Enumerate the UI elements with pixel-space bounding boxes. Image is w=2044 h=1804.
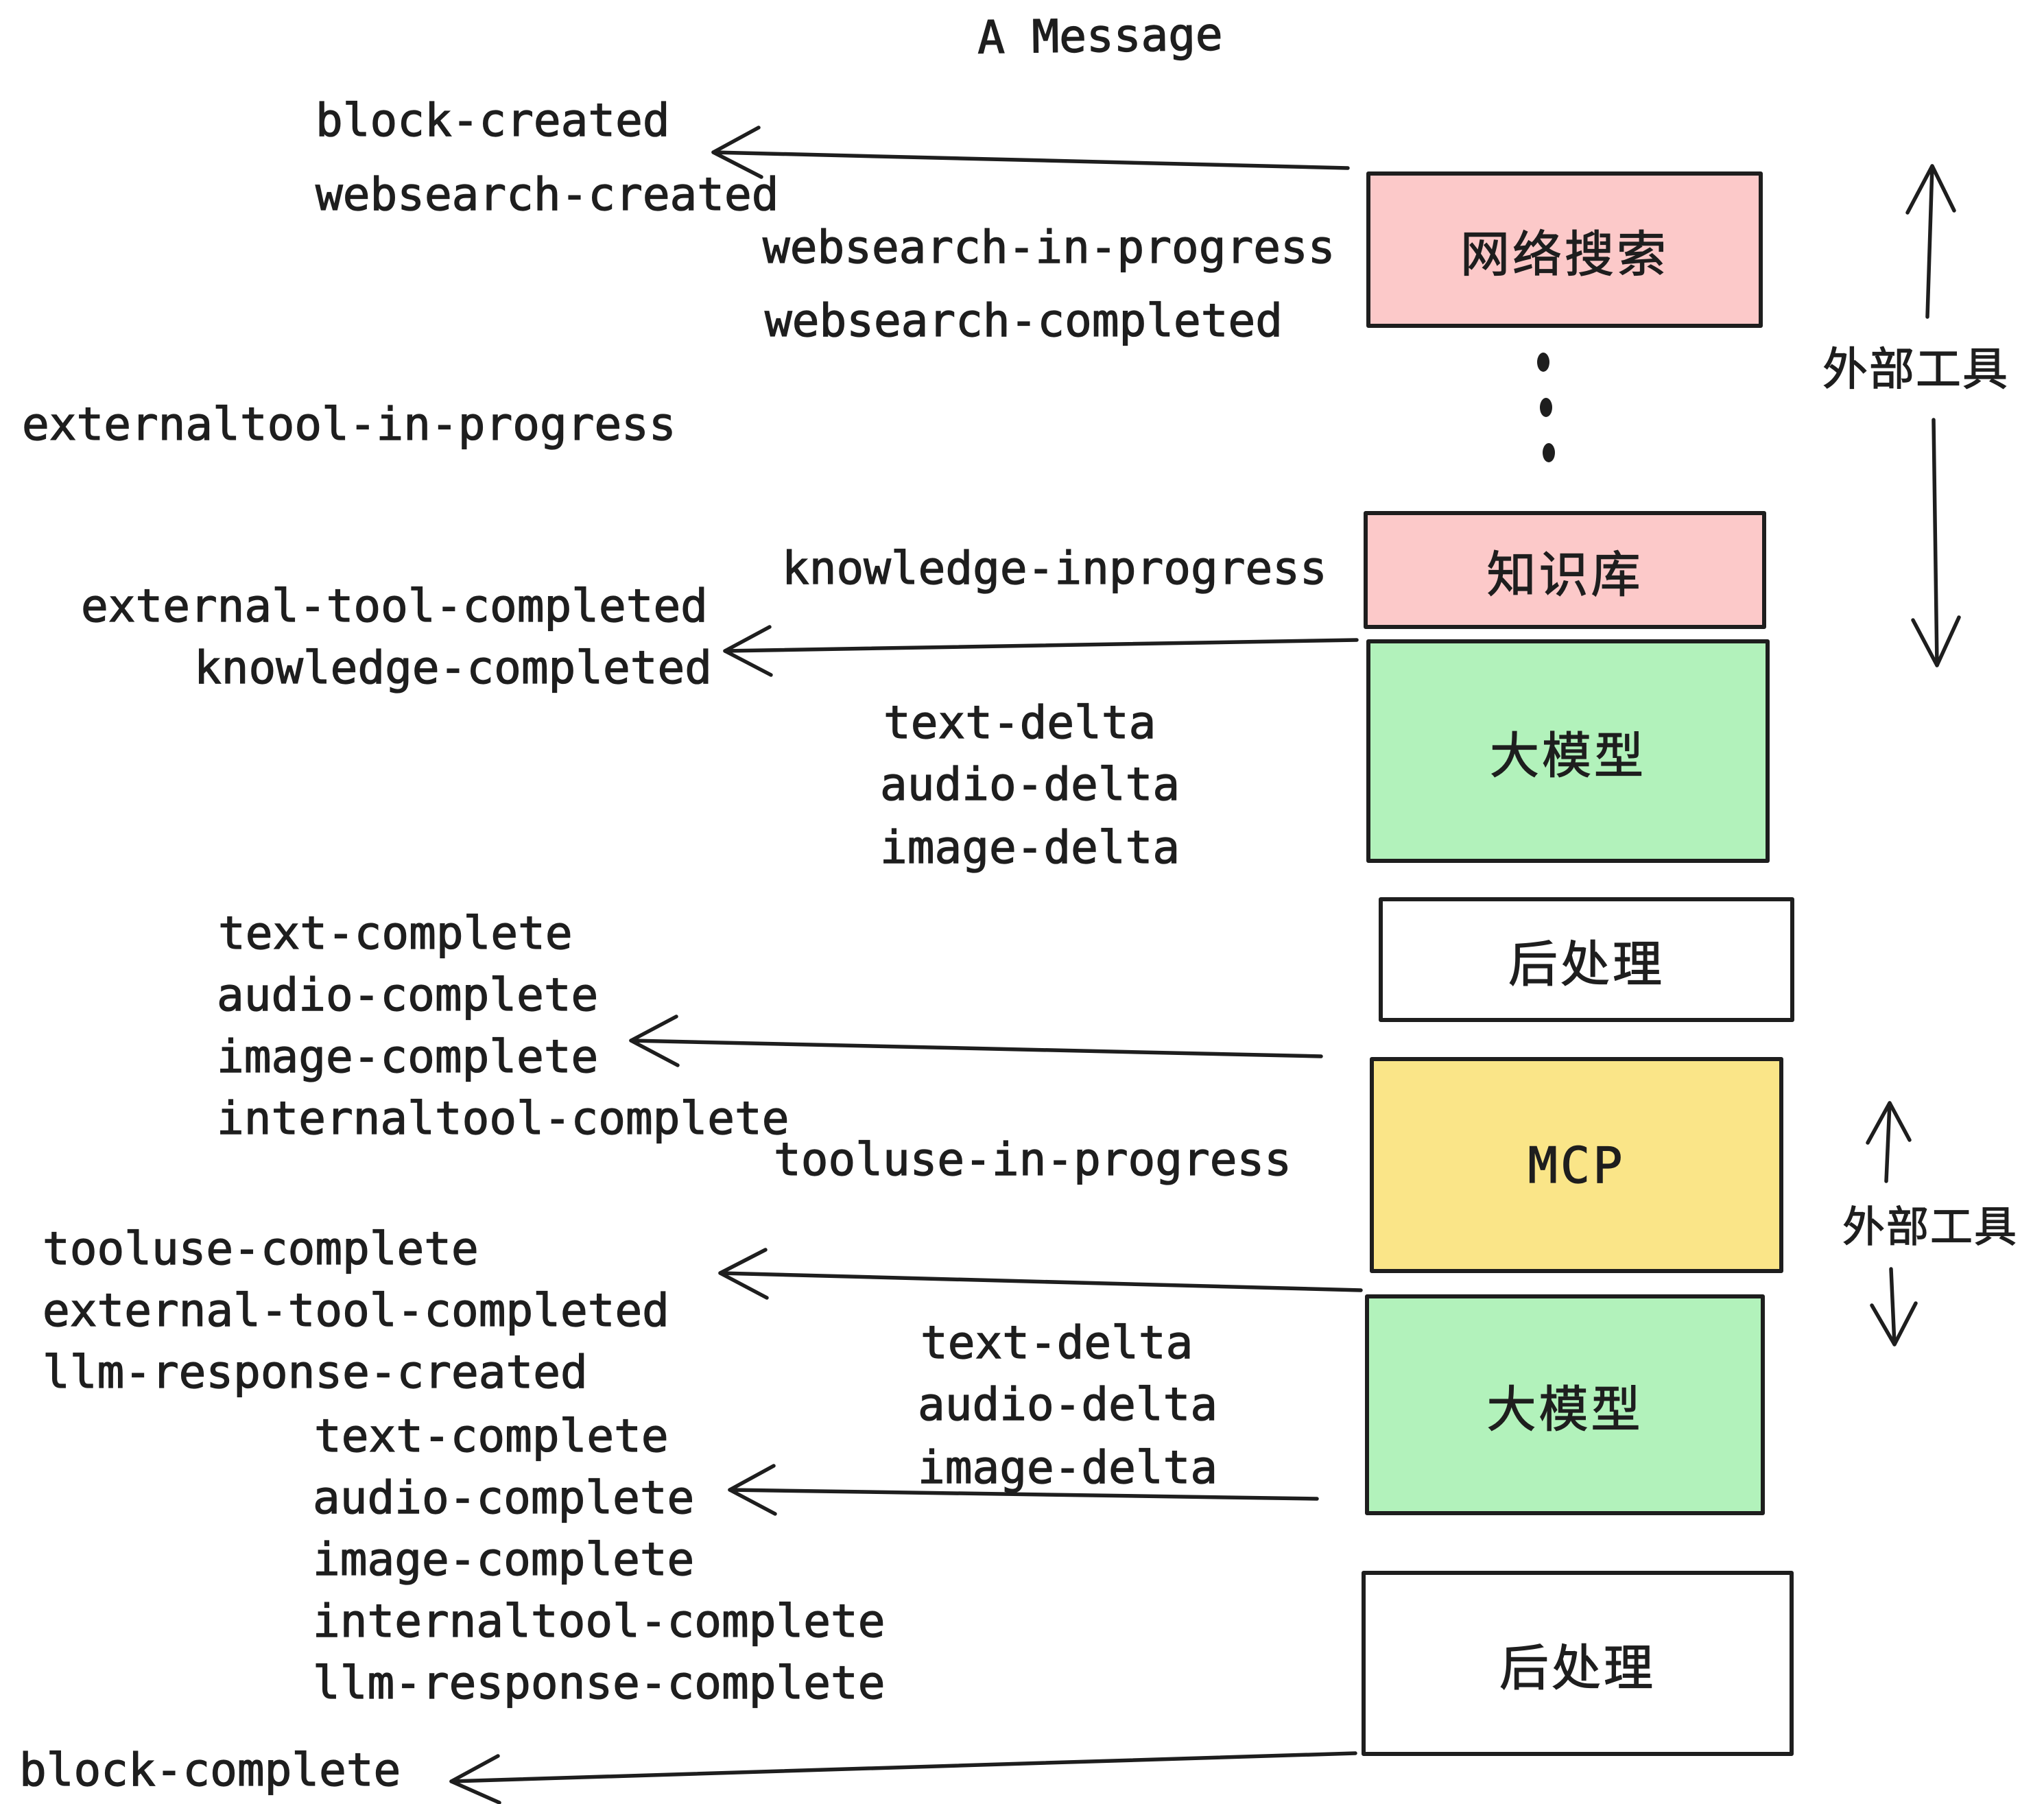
arrow-external-tools-down-2 [1870,1267,1918,1346]
arrow-to-knowledge-completed [723,625,1359,677]
event-image-delta-1: image-delta [879,821,1180,874]
event-audio-delta-2: audio-delta [917,1378,1218,1431]
node-postprocess-1: 后处理 [1379,897,1794,1022]
event-llm-response-complete: llm-response-complete [312,1657,886,1709]
node-mcp-label: MCP [1528,1136,1626,1194]
arrow-external-tools-up-2 [1866,1101,1912,1183]
node-websearch-label: 网络搜索 [1460,225,1669,283]
event-audio-complete-1: audio-complete [216,969,599,1021]
event-external-tool-completed-1: external-tool-completed [80,580,708,632]
node-llm-2: 大模型 [1365,1294,1765,1515]
event-websearch-in-progress: websearch-in-progress [762,221,1335,274]
event-internaltool-complete-2: internaltool-complete [312,1595,886,1648]
event-knowledge-inprogress: knowledge-inprogress [781,542,1327,595]
node-knowledge: 知识库 [1364,511,1766,629]
event-block-created: block-created [315,94,670,147]
node-postprocess-2-label: 后处理 [1499,1639,1656,1697]
event-audio-complete-2: audio-complete [312,1471,695,1524]
node-websearch: 网络搜索 [1366,171,1763,328]
node-postprocess-1-label: 后处理 [1508,935,1665,993]
event-text-delta-2: text-delta [920,1316,1193,1369]
event-knowledge-completed: knowledge-completed [193,641,712,694]
event-external-tool-completed-2: external-tool-completed [42,1284,669,1337]
event-websearch-created: websearch-created [315,168,779,221]
event-image-complete-1: image-complete [216,1030,599,1083]
arrow-external-tools-down-1 [1911,418,1961,667]
node-llm-1: 大模型 [1366,639,1770,863]
event-text-complete-2: text-complete [313,1410,669,1462]
event-tooluse-in-progress: tooluse-in-progress [773,1133,1292,1186]
node-knowledge-label: 知识库 [1486,545,1643,604]
event-image-delta-2: image-delta [917,1441,1218,1494]
arrow-to-tooluse-complete [718,1248,1363,1300]
event-llm-response-created: llm-response-created [42,1346,588,1399]
ellipsis-dots-icon [1537,353,1555,462]
event-audio-delta-1: audio-delta [879,758,1180,811]
event-internaltool-complete-1: internaltool-complete [216,1092,789,1145]
node-llm-2-label: 大模型 [1486,1380,1643,1438]
event-block-complete: block-complete [19,1744,401,1796]
event-image-complete-2: image-complete [312,1533,695,1586]
node-mcp: MCP [1370,1057,1783,1273]
node-llm-1-label: 大模型 [1489,726,1646,785]
event-websearch-completed: websearch-completed [764,294,1283,347]
arrow-to-block-complete [449,1751,1357,1804]
diagram-title: A Message [977,8,1224,64]
annotation-external-tools-upper: 外部工具 [1822,342,2009,396]
event-externaltool-in-progress: externaltool-in-progress [21,398,676,451]
arrow-websearch-to-created-events [711,126,1350,179]
event-text-complete-1: text-complete [217,907,573,960]
annotation-external-tools-lower: 外部工具 [1842,1201,2019,1252]
event-text-delta-1: text-delta [883,696,1156,749]
arrow-to-complete-events-1 [629,1014,1323,1067]
node-postprocess-2: 后处理 [1362,1571,1794,1756]
arrow-external-tools-up-1 [1905,164,1956,319]
event-tooluse-complete: tooluse-complete [42,1222,479,1275]
